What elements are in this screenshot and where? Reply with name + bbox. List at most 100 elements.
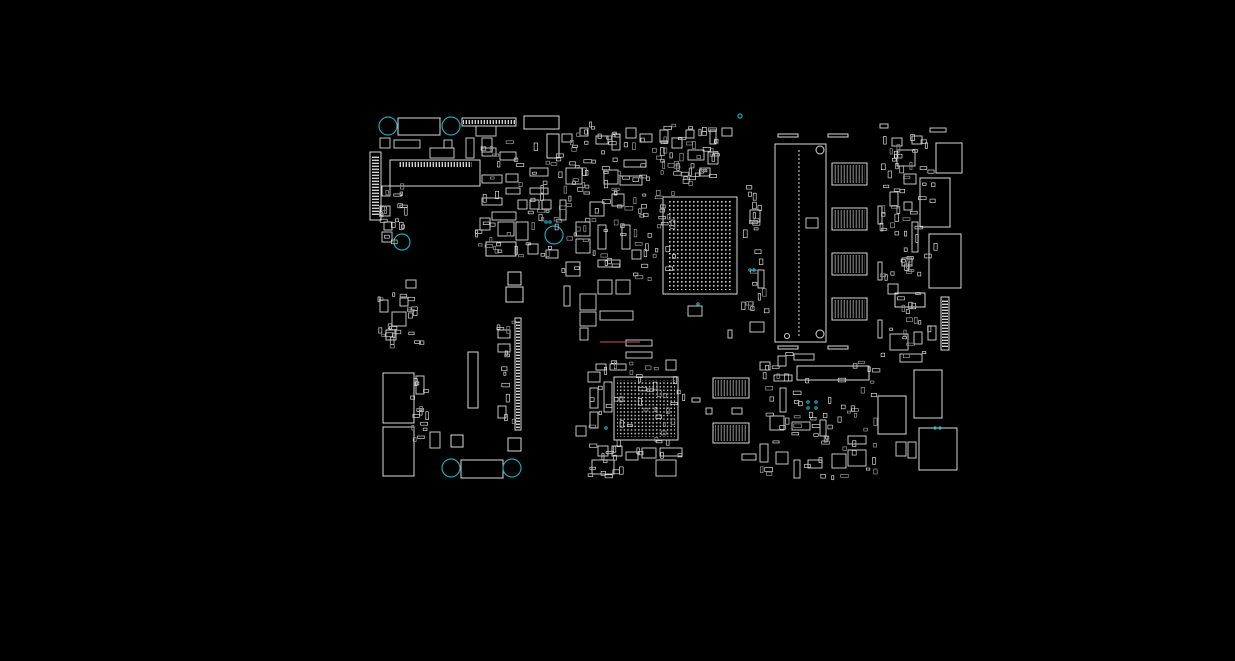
smd-part [601,150,605,155]
smd-part [417,435,425,439]
smd-part [905,309,910,314]
smd-part [497,249,503,253]
smd-part [643,213,649,217]
smd-part [569,161,576,166]
smd-part [589,121,592,128]
smd-part [871,368,881,373]
smd-part [825,435,830,440]
bga-chip-icon[interactable] [662,196,738,295]
smd-part [891,205,899,209]
smd-part [660,430,667,436]
smd-part [613,445,617,453]
smd-part [880,163,886,170]
smd-part [860,387,865,394]
smd-part [637,397,642,406]
smd-part [889,148,893,155]
smd-part [903,175,911,180]
so-dimm-slot-icon[interactable] [774,133,849,350]
smd-part [910,134,915,141]
memory-chip-icon[interactable] [712,377,750,444]
smd-part [670,402,678,405]
smd-part [387,323,393,330]
smd-part [589,466,596,470]
smd-part [909,161,913,170]
smd-part [603,459,608,464]
smd-part [890,271,895,276]
smd-part [911,302,917,310]
smd-part [881,227,888,231]
smd-part [419,406,423,410]
smd-part [672,254,676,259]
smd-part [553,217,559,222]
smd-part [570,139,574,146]
smd-part [813,433,819,437]
smd-part [581,182,585,188]
smd-part [873,417,878,427]
smd-part [889,327,894,331]
smd-part [752,282,758,286]
memory-chip-icon[interactable] [831,162,868,321]
smd-part [851,450,857,456]
smd-part [879,222,884,232]
smd-part [662,160,666,169]
smd-part [504,414,508,421]
connector-icon[interactable] [796,142,963,471]
smd-part [425,411,429,421]
smd-part [395,218,399,223]
smd-part [575,165,580,169]
smd-part [571,147,577,152]
smd-part [763,308,770,314]
smd-part [867,366,871,372]
smd-part [612,157,618,162]
smd-part [555,153,564,158]
smd-part [759,466,764,473]
smd-part [904,263,909,271]
smd-part [655,248,659,253]
smd-part [765,364,769,371]
smd-part [377,296,381,302]
smd-part [709,174,717,178]
smd-part [657,224,662,229]
smd-part [603,367,607,375]
smd-part [601,166,611,171]
smd-part [639,174,647,179]
smd-part [758,258,764,265]
connector-icon[interactable] [382,271,524,479]
smd-part [655,189,661,196]
smd-part [411,306,418,311]
smd-part [820,473,826,479]
smd-part [743,229,748,238]
smd-part [903,247,908,252]
smd-part [659,208,665,213]
smd-part [608,141,617,146]
smd-part [545,160,551,165]
smd-part [897,296,905,301]
smd-part [624,206,634,211]
connector-icon[interactable] [369,115,560,257]
smd-part [662,393,667,398]
smd-part [660,158,665,163]
smd-part [670,418,676,425]
smd-part [769,396,774,402]
smd-part [613,219,619,226]
smd-part [659,204,666,209]
smd-part [635,274,644,280]
smd-part [613,191,618,195]
smd-part [666,407,670,414]
smd-part [818,457,823,463]
smd-part [410,395,415,400]
smd-part [865,467,871,471]
smd-part [805,378,809,384]
smd-part [583,191,591,195]
smd-part [638,376,641,383]
smd-part [626,424,633,427]
smd-part [660,170,664,175]
smd-part [633,197,637,204]
smd-part [851,408,859,412]
smd-part [505,393,510,403]
smd-part [764,467,773,472]
smd-part [682,178,690,184]
connector-icon[interactable] [467,317,522,431]
